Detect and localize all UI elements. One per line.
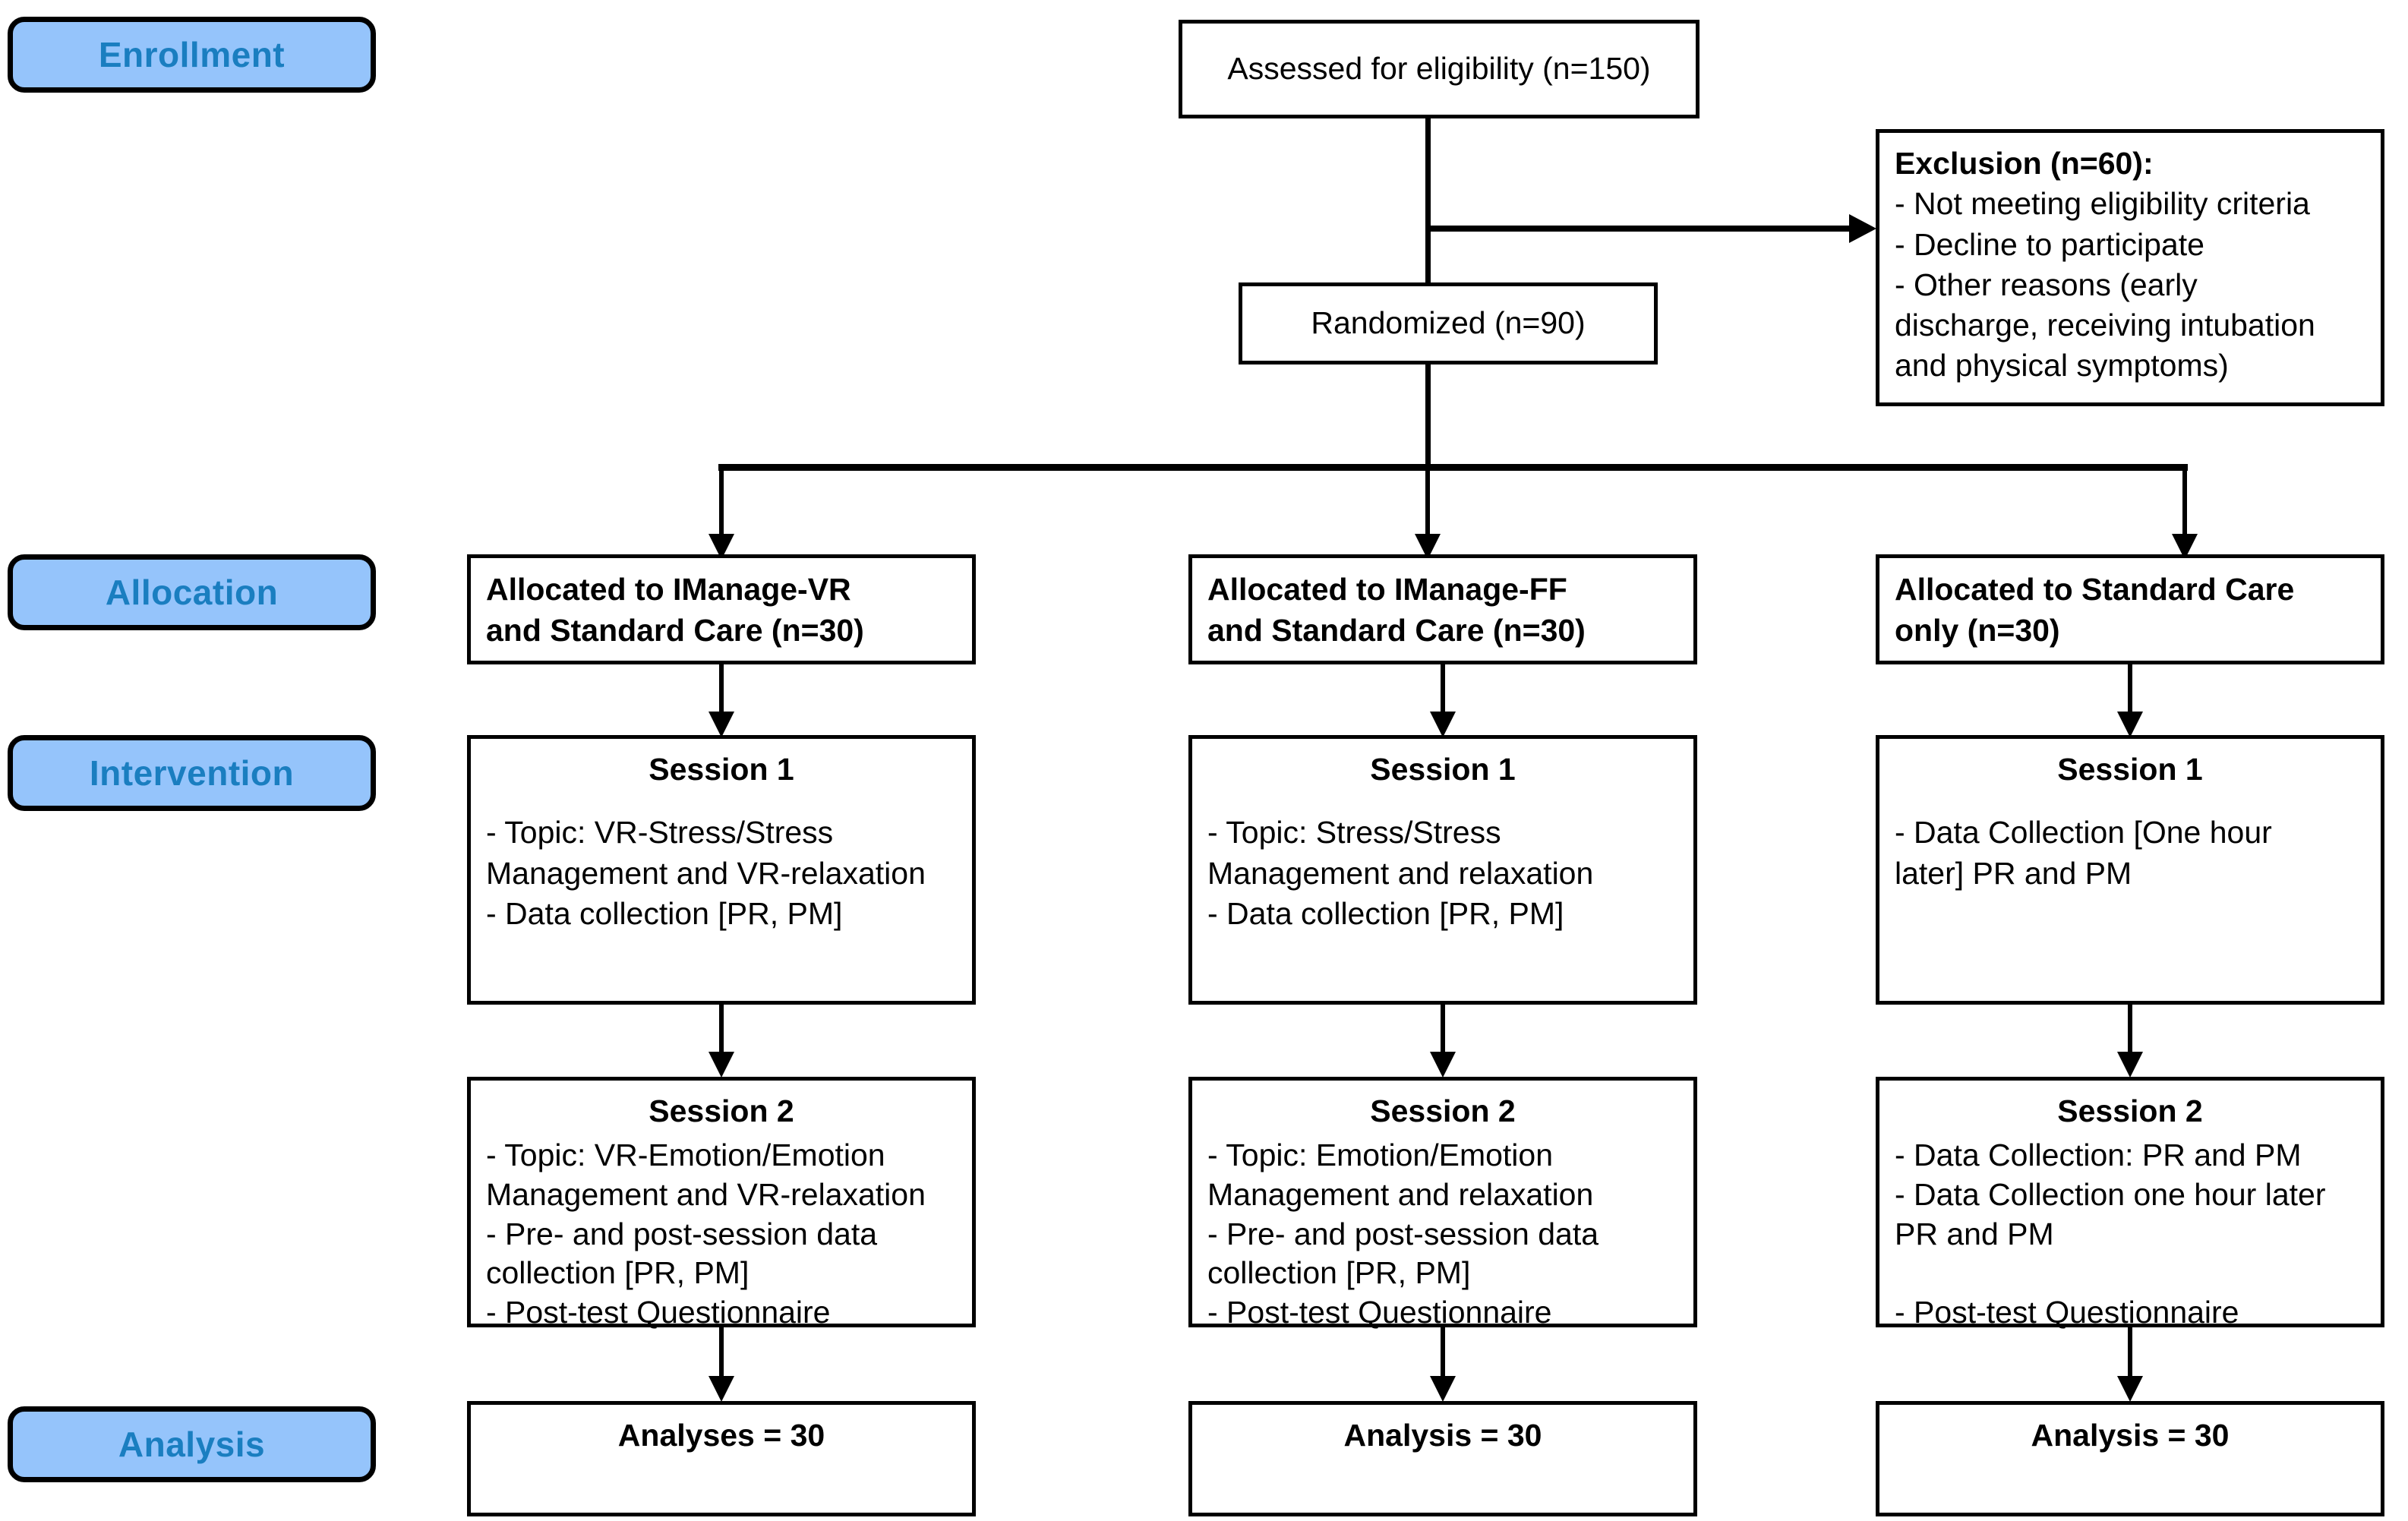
arrow-down-icon-s1-arm-3 [2117, 712, 2143, 737]
arrow-down-icon-s1-arm-2 [1430, 712, 1456, 737]
exclusion-reasons: - Not meeting eligibility criteria - Dec… [1895, 186, 2315, 383]
session1-title-standard-care: Session 1 [2057, 752, 2203, 787]
stage-label-enrollment: Enrollment [8, 17, 376, 93]
connector-s1-to-s2-arm-2 [1441, 1005, 1445, 1058]
allocation-box-imanage-vr: Allocated to IManage-VR and Standard Car… [467, 554, 976, 664]
connector-s1-to-s2-arm-3 [2128, 1005, 2132, 1058]
connector-drop-arm-1 [719, 464, 724, 540]
stage-label-allocation-text: Allocation [105, 573, 279, 612]
connector-eligibility-to-randomized [1425, 118, 1431, 282]
connector-drop-arm-3 [2182, 464, 2187, 540]
session2-body-standard-care: - Data Collection: PR and PM - Data Coll… [1895, 1138, 2326, 1330]
session2-body-imanage-ff: - Topic: Emotion/Emotion Management and … [1207, 1138, 1599, 1330]
session1-box-imanage-vr: Session 1 - Topic: VR-Stress/Stress Mana… [467, 735, 976, 1005]
connector-s2-to-analysis-arm-3 [2128, 1327, 2132, 1381]
connector-alloc-to-s1-arm-1 [719, 664, 724, 718]
connector-s2-to-analysis-arm-2 [1441, 1327, 1445, 1381]
randomized-text: Randomized (n=90) [1311, 305, 1586, 341]
arrow-right-icon-exclusion [1849, 214, 1876, 243]
session2-body-imanage-vr: - Topic: VR-Emotion/Emotion Management a… [486, 1138, 926, 1330]
session1-title-imanage-vr: Session 1 [649, 752, 794, 787]
allocation-text-imanage-vr: Allocated to IManage-VR and Standard Car… [486, 572, 864, 648]
connector-drop-arm-2 [1425, 464, 1430, 540]
arrow-down-icon-analysis-arm-3 [2117, 1376, 2143, 1402]
arrow-down-icon-s2-arm-2 [1430, 1052, 1456, 1078]
allocation-text-imanage-ff: Allocated to IManage-FF and Standard Car… [1207, 572, 1586, 648]
connector-randomized-stem [1425, 364, 1431, 469]
allocation-text-standard-care: Allocated to Standard Care only (n=30) [1895, 572, 2295, 648]
connector-alloc-to-s1-arm-2 [1441, 664, 1445, 718]
assessed-for-eligibility-box: Assessed for eligibility (n=150) [1179, 20, 1699, 118]
session2-title-standard-care: Session 2 [2057, 1093, 2203, 1128]
stage-label-intervention-text: Intervention [89, 753, 295, 793]
arrow-down-icon-s2-arm-1 [709, 1052, 734, 1078]
connector-to-exclusion [1425, 226, 1858, 232]
stage-label-intervention: Intervention [8, 735, 376, 811]
randomized-box: Randomized (n=90) [1239, 282, 1658, 364]
arrow-down-icon-analysis-arm-2 [1430, 1376, 1456, 1402]
session2-title-imanage-ff: Session 2 [1370, 1093, 1516, 1128]
stage-label-allocation: Allocation [8, 554, 376, 630]
session1-title-imanage-ff: Session 1 [1370, 752, 1516, 787]
session1-body-imanage-vr: - Topic: VR-Stress/Stress Management and… [486, 815, 926, 931]
analysis-text-standard-care: Analysis = 30 [2031, 1418, 2230, 1453]
session2-box-imanage-vr: Session 2 - Topic: VR-Emotion/Emotion Ma… [467, 1077, 976, 1330]
arrow-down-icon-analysis-arm-1 [709, 1376, 734, 1402]
stage-label-analysis: Analysis [8, 1406, 376, 1482]
session2-box-standard-care: Session 2 - Data Collection: PR and PM -… [1876, 1077, 2384, 1330]
analysis-text-imanage-ff: Analysis = 30 [1343, 1418, 1542, 1453]
session2-title-imanage-vr: Session 2 [649, 1093, 794, 1128]
session1-box-standard-care: Session 1 - Data Collection [One hour la… [1876, 735, 2384, 1005]
analysis-box-imanage-ff: Analysis = 30 [1188, 1401, 1697, 1516]
allocation-box-standard-care: Allocated to Standard Care only (n=30) [1876, 554, 2384, 664]
session1-box-imanage-ff: Session 1 - Topic: Stress/Stress Managem… [1188, 735, 1697, 1005]
exclusion-box: Exclusion (n=60): - Not meeting eligibil… [1876, 129, 2384, 406]
connector-split-bar [718, 464, 2188, 471]
arrow-down-icon-s1-arm-1 [709, 712, 734, 737]
allocation-box-imanage-ff: Allocated to IManage-FF and Standard Car… [1188, 554, 1697, 664]
stage-label-enrollment-text: Enrollment [98, 35, 286, 74]
session1-body-standard-care: - Data Collection [One hour later] PR an… [1895, 815, 2272, 891]
analysis-box-imanage-vr: Analyses = 30 [467, 1401, 976, 1516]
arrow-down-icon-s2-arm-3 [2117, 1052, 2143, 1078]
analysis-text-imanage-vr: Analyses = 30 [617, 1418, 825, 1453]
assessed-for-eligibility-text: Assessed for eligibility (n=150) [1227, 51, 1651, 87]
session2-box-imanage-ff: Session 2 - Topic: Emotion/Emotion Manag… [1188, 1077, 1697, 1330]
connector-s1-to-s2-arm-1 [719, 1005, 724, 1058]
session1-body-imanage-ff: - Topic: Stress/Stress Management and re… [1207, 815, 1594, 931]
connector-s2-to-analysis-arm-1 [719, 1327, 724, 1381]
stage-label-analysis-text: Analysis [118, 1425, 266, 1464]
connector-alloc-to-s1-arm-3 [2128, 664, 2132, 718]
analysis-box-standard-care: Analysis = 30 [1876, 1401, 2384, 1516]
exclusion-title: Exclusion (n=60): [1895, 146, 2154, 181]
